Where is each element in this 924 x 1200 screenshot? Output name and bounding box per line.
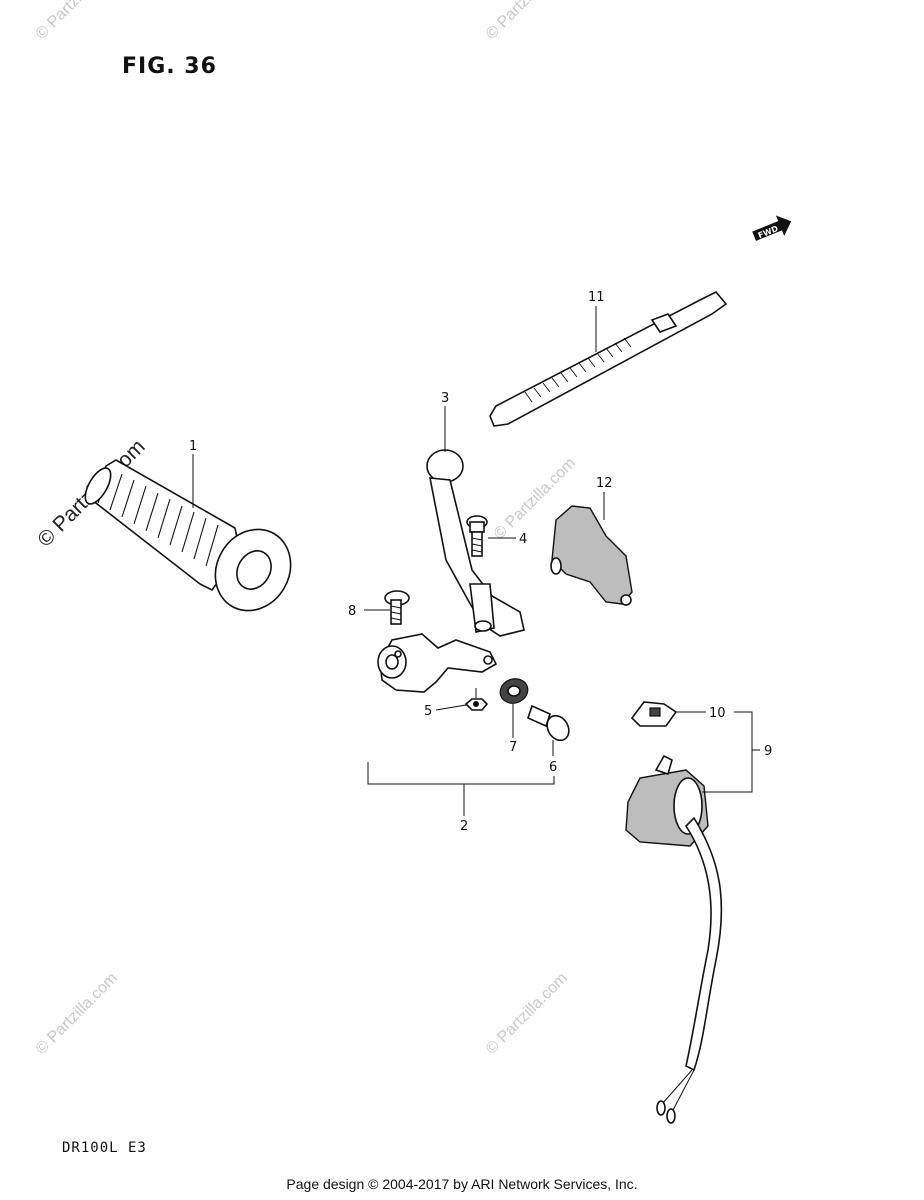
footer-copyright: Page design © 2004-2017 by ARI Network S… [286,1176,638,1192]
callout-numbers: 1 2 3 4 5 6 7 8 9 10 11 12 [189,290,772,834]
part-6-screw [527,704,570,742]
part-4-bolt [466,515,488,557]
callout-1: 1 [189,439,197,454]
callout-2: 2 [460,819,468,834]
leader-lines [192,306,760,816]
part-11-cable-tie [489,291,728,427]
part-3-lever [426,449,525,637]
callout-12: 12 [596,476,613,491]
faint-watermarks: © Partzilla.com © Partzilla.com © Partzi… [33,0,579,1058]
callout-11: 11 [588,290,605,305]
callout-8: 8 [348,604,356,619]
fwd-label: FWD [757,224,780,240]
watermark-faint: © Partzilla.com [483,0,571,43]
part-5-nut [464,698,489,711]
model-code: DR100L E3 [62,1140,147,1156]
watermark-faint: © Partzilla.com [33,0,121,43]
callout-5: 5 [424,704,432,719]
part-8-screw [384,590,410,625]
fwd-arrow-icon: FWD [752,215,792,241]
part-2-holder [377,633,498,693]
callout-4: 4 [519,532,527,547]
watermark-faint: © Partzilla.com [33,970,121,1058]
callout-10: 10 [709,706,726,721]
part-1-grip [84,459,292,612]
callout-9: 9 [764,744,772,759]
callout-3: 3 [441,391,449,406]
part-7-adjuster [499,678,529,704]
part-9-switch [625,754,723,1124]
callout-6: 6 [549,760,557,775]
watermark-faint: © Partzilla.com [483,970,571,1058]
figure-title: FIG. 36 [122,54,217,79]
callout-7: 7 [509,740,517,755]
part-12-cover [550,505,633,606]
part-10-switch-knob [630,701,678,727]
